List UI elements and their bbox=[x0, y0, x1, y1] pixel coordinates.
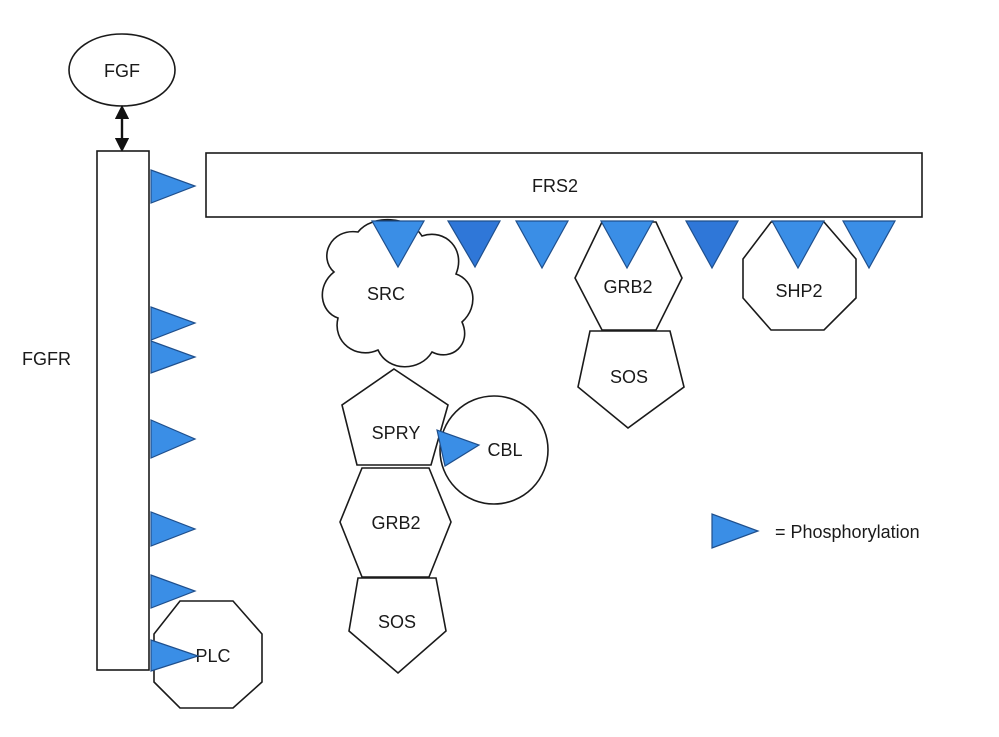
frs2-label: FRS2 bbox=[532, 176, 578, 196]
frs2-phosphorylation-site bbox=[446, 220, 502, 269]
fgfr-receptor bbox=[96, 150, 150, 671]
frs2-phosphorylation-site bbox=[514, 220, 570, 270]
frs2-phosphorylation-site bbox=[841, 220, 897, 270]
sos-left-label: SOS bbox=[378, 612, 416, 632]
fgfr-label: FGFR bbox=[22, 349, 71, 369]
sos-left-node: SOS bbox=[348, 577, 447, 675]
plc-phosphorylation-site bbox=[150, 639, 200, 672]
legend: = Phosphorylation bbox=[711, 513, 920, 549]
fgfr-phosphorylation-site bbox=[150, 511, 197, 547]
fgf-node: FGF bbox=[68, 33, 176, 107]
legend-label: = Phosphorylation bbox=[775, 522, 920, 542]
plc-label: PLC bbox=[195, 646, 230, 666]
frs2-phosphorylation-site bbox=[599, 220, 655, 270]
fgfr-phosphorylation-site bbox=[150, 574, 197, 609]
frs2-node: FRS2 bbox=[205, 152, 923, 218]
sos-right-label: SOS bbox=[610, 367, 648, 387]
cbl-label: CBL bbox=[487, 440, 522, 460]
shp2-label: SHP2 bbox=[775, 281, 822, 301]
fgfr-phosphorylation-site bbox=[150, 419, 197, 459]
spry-label: SPRY bbox=[372, 423, 421, 443]
frs2-phosphorylation-site bbox=[684, 220, 740, 270]
grb2-right-label: GRB2 bbox=[603, 277, 652, 297]
src-node: SRC bbox=[321, 218, 474, 368]
fgfr-phosphorylation-site bbox=[150, 306, 197, 341]
grb2-right-node: GRB2 bbox=[574, 221, 683, 331]
fgf-label: FGF bbox=[104, 61, 140, 81]
fgfr-phosphorylation-site bbox=[150, 340, 197, 374]
frs2-phosphorylation-site bbox=[770, 220, 826, 270]
cbl-phosphorylation-site bbox=[436, 429, 481, 467]
legend-phosphorylation-icon bbox=[711, 513, 760, 549]
grb2-left-node: GRB2 bbox=[339, 467, 452, 578]
sos-right-node: SOS bbox=[577, 330, 685, 430]
fgfr-phosphorylation-site bbox=[150, 169, 197, 204]
shp2-node: SHP2 bbox=[742, 221, 857, 331]
cbl-node: CBL bbox=[439, 395, 549, 505]
src-label: SRC bbox=[367, 284, 405, 304]
spry-node: SPRY bbox=[341, 368, 449, 466]
frs2-phosphorylation-site bbox=[370, 220, 426, 269]
grb2-left-label: GRB2 bbox=[371, 513, 420, 533]
